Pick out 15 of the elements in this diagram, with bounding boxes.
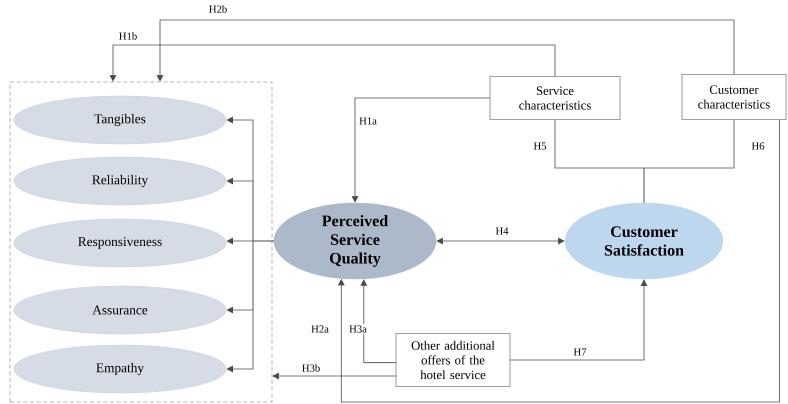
arrow <box>338 119 780 402</box>
edge-label: H2a <box>310 324 330 334</box>
factor-box: Customer characteristics <box>682 74 786 120</box>
edge-label: H7 <box>572 347 588 357</box>
factor-box: Service characteristics <box>490 76 620 120</box>
edge-label: H4 <box>494 226 510 236</box>
edge-label: H3a <box>348 324 368 334</box>
edge-label: H3b <box>300 362 322 374</box>
edge-label: H1a <box>358 116 378 126</box>
group-frame <box>10 82 272 402</box>
edge-label: H2b <box>207 4 229 14</box>
edge-label: H6 <box>750 141 766 151</box>
edge-label: H5 <box>532 141 548 151</box>
factor-box: Other additional offers of the hotel service <box>396 333 510 387</box>
edge-label: H1b <box>118 30 139 42</box>
